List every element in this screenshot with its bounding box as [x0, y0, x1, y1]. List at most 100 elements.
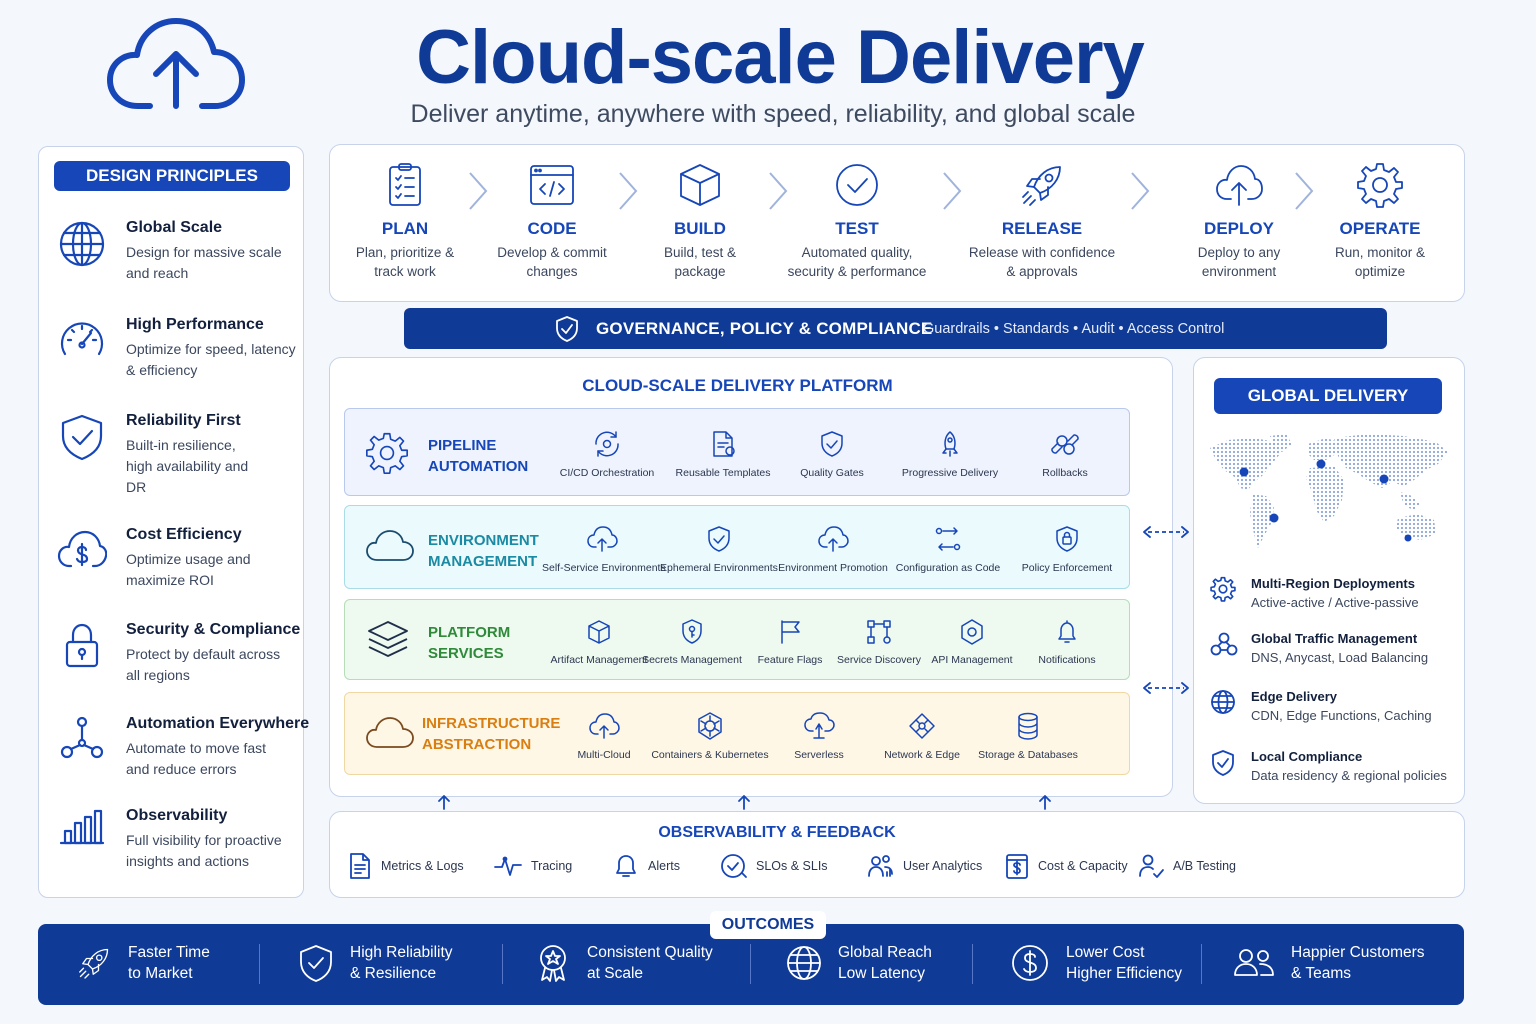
obs-item-ab-testing[interactable]: A/B Testing — [1137, 852, 1236, 880]
clipboard-icon — [381, 161, 429, 209]
traffic-nodes-icon — [1210, 631, 1238, 657]
cloud-upload-icon — [1215, 161, 1263, 209]
capability-containers-kubernetes[interactable]: Containers & Kubernetes — [650, 711, 770, 761]
template-document-icon — [713, 431, 735, 457]
capability-feature-flags[interactable]: Feature Flags — [730, 618, 850, 666]
award-badge-icon — [540, 945, 566, 982]
capability-configuration-as-code[interactable]: Configuration as Code — [888, 524, 1008, 574]
chevron-right-icon — [1295, 172, 1314, 210]
global-delivery-panel: GLOBAL DELIVERY Multi-Region Deployments… — [1193, 357, 1465, 804]
arrow-up-icon — [438, 795, 450, 810]
capability-api-management[interactable]: API Management — [912, 618, 1032, 666]
stage-test[interactable]: TEST Automated quality,security & perfor… — [777, 161, 937, 281]
shield-check-icon — [1210, 749, 1236, 777]
document-list-icon — [350, 853, 370, 879]
obs-item-user-analytics[interactable]: User Analytics — [867, 852, 982, 880]
obs-item-slos-slis[interactable]: SLOs & SLIs — [720, 852, 828, 880]
observability-feedback-panel: OBSERVABILITY & FEEDBACK Metrics & Logs … — [329, 811, 1465, 898]
gear-icon — [1356, 161, 1404, 209]
check-gauge-icon — [721, 854, 747, 878]
capability-serverless[interactable]: Serverless — [759, 711, 879, 761]
governance-banner: GOVERNANCE, POLICY & COMPLIANCE Guardrai… — [404, 308, 1387, 349]
design-principles-badge: DESIGN PRINCIPLES — [54, 161, 290, 191]
box-icon — [676, 161, 724, 209]
globe-icon — [787, 946, 821, 980]
database-icon — [1018, 712, 1038, 740]
rocket-icon — [942, 431, 958, 457]
shield-check-icon — [57, 412, 107, 462]
shield-check-icon — [708, 526, 730, 552]
observability-title: OBSERVABILITY & FEEDBACK — [658, 824, 896, 841]
outcomes-badge: OUTCOMES — [710, 911, 826, 939]
kubernetes-wheel-icon — [698, 712, 722, 740]
bell-icon — [1058, 620, 1076, 643]
page-subtitle: Deliver anytime, anywhere with speed, re… — [410, 100, 1136, 128]
capability-rollbacks[interactable]: Rollbacks — [1005, 429, 1125, 479]
obs-item-cost-capacity[interactable]: Cost & Capacity — [1004, 852, 1128, 880]
stage-build[interactable]: BUILD Build, test &package — [620, 161, 780, 281]
bidirectional-arrow-icon — [1143, 526, 1189, 538]
capability-artifact-management[interactable]: Artifact Management — [539, 618, 659, 666]
cloud-dollar-icon — [57, 526, 107, 576]
code-window-icon — [528, 161, 576, 209]
capability-service-discovery[interactable]: Service Discovery — [819, 618, 939, 666]
rollback-link-icon — [1051, 434, 1079, 455]
capability-storage-databases[interactable]: Storage & Databases — [968, 711, 1088, 761]
chevron-right-icon — [943, 172, 962, 210]
user-test-icon — [1139, 854, 1164, 878]
capability-reusable-templates[interactable]: Reusable Templates — [663, 429, 783, 479]
shield-lock-icon — [1056, 526, 1078, 552]
shield-check-icon — [554, 315, 580, 343]
capability-secrets-management[interactable]: Secrets Management — [632, 618, 752, 666]
serverless-cloud-icon — [804, 712, 835, 739]
speedometer-icon — [57, 316, 107, 366]
arrow-up-icon — [1039, 795, 1051, 810]
capability-quality-gates[interactable]: Quality Gates — [772, 429, 892, 479]
outcome-divider — [972, 944, 973, 984]
obs-item-metrics-logs[interactable]: Metrics & Logs — [347, 852, 464, 880]
world-map-icon — [1210, 434, 1448, 548]
shield-key-icon — [682, 619, 702, 644]
network-diamond-icon — [909, 713, 935, 739]
obs-item-alerts[interactable]: Alerts — [612, 852, 680, 880]
capability-cicd-orchestration[interactable]: CI/CD Orchestration — [547, 429, 667, 479]
gear-icon — [1210, 576, 1236, 602]
capability-progressive-delivery[interactable]: Progressive Delivery — [890, 429, 1010, 479]
cloud-upload-icon — [818, 526, 849, 552]
stage-plan[interactable]: PLAN Plan, prioritize &track work — [325, 161, 485, 281]
shield-check-icon — [821, 431, 843, 457]
chevron-right-icon — [469, 172, 488, 210]
design-principles-panel: DESIGN PRINCIPLES Global Scale Design fo… — [38, 146, 309, 898]
outcome-divider — [259, 944, 260, 984]
capability-network-edge[interactable]: Network & Edge — [862, 711, 982, 761]
gear-icon — [365, 431, 409, 475]
bell-icon — [616, 855, 636, 877]
capability-ephemeral-environments[interactable]: Ephemeral Environments — [659, 524, 779, 574]
outcome-high-reliability: High Reliability& Resilience — [298, 942, 453, 984]
stage-release[interactable]: RELEASE Release with confidence& approva… — [962, 161, 1122, 281]
platform-title: CLOUD-SCALE DELIVERY PLATFORM — [582, 376, 893, 395]
api-gear-icon — [961, 619, 983, 645]
rocket-icon — [79, 948, 109, 979]
capability-self-service-environments[interactable]: Self-Service Environments — [542, 524, 666, 574]
box-icon — [588, 620, 610, 644]
cloud-upload-icon — [587, 526, 618, 552]
capability-policy-enforcement[interactable]: Policy Enforcement — [1007, 524, 1127, 574]
capability-multi-cloud[interactable]: Multi-Cloud — [544, 711, 664, 761]
shield-check-icon — [300, 945, 332, 982]
stage-operate[interactable]: OPERATE Run, monitor &optimize — [1300, 161, 1460, 281]
obs-item-tracing[interactable]: Tracing — [493, 852, 572, 880]
capability-notifications[interactable]: Notifications — [1007, 618, 1127, 666]
capability-environment-promotion[interactable]: Environment Promotion — [773, 524, 893, 574]
dollar-circle-icon — [1012, 945, 1048, 981]
